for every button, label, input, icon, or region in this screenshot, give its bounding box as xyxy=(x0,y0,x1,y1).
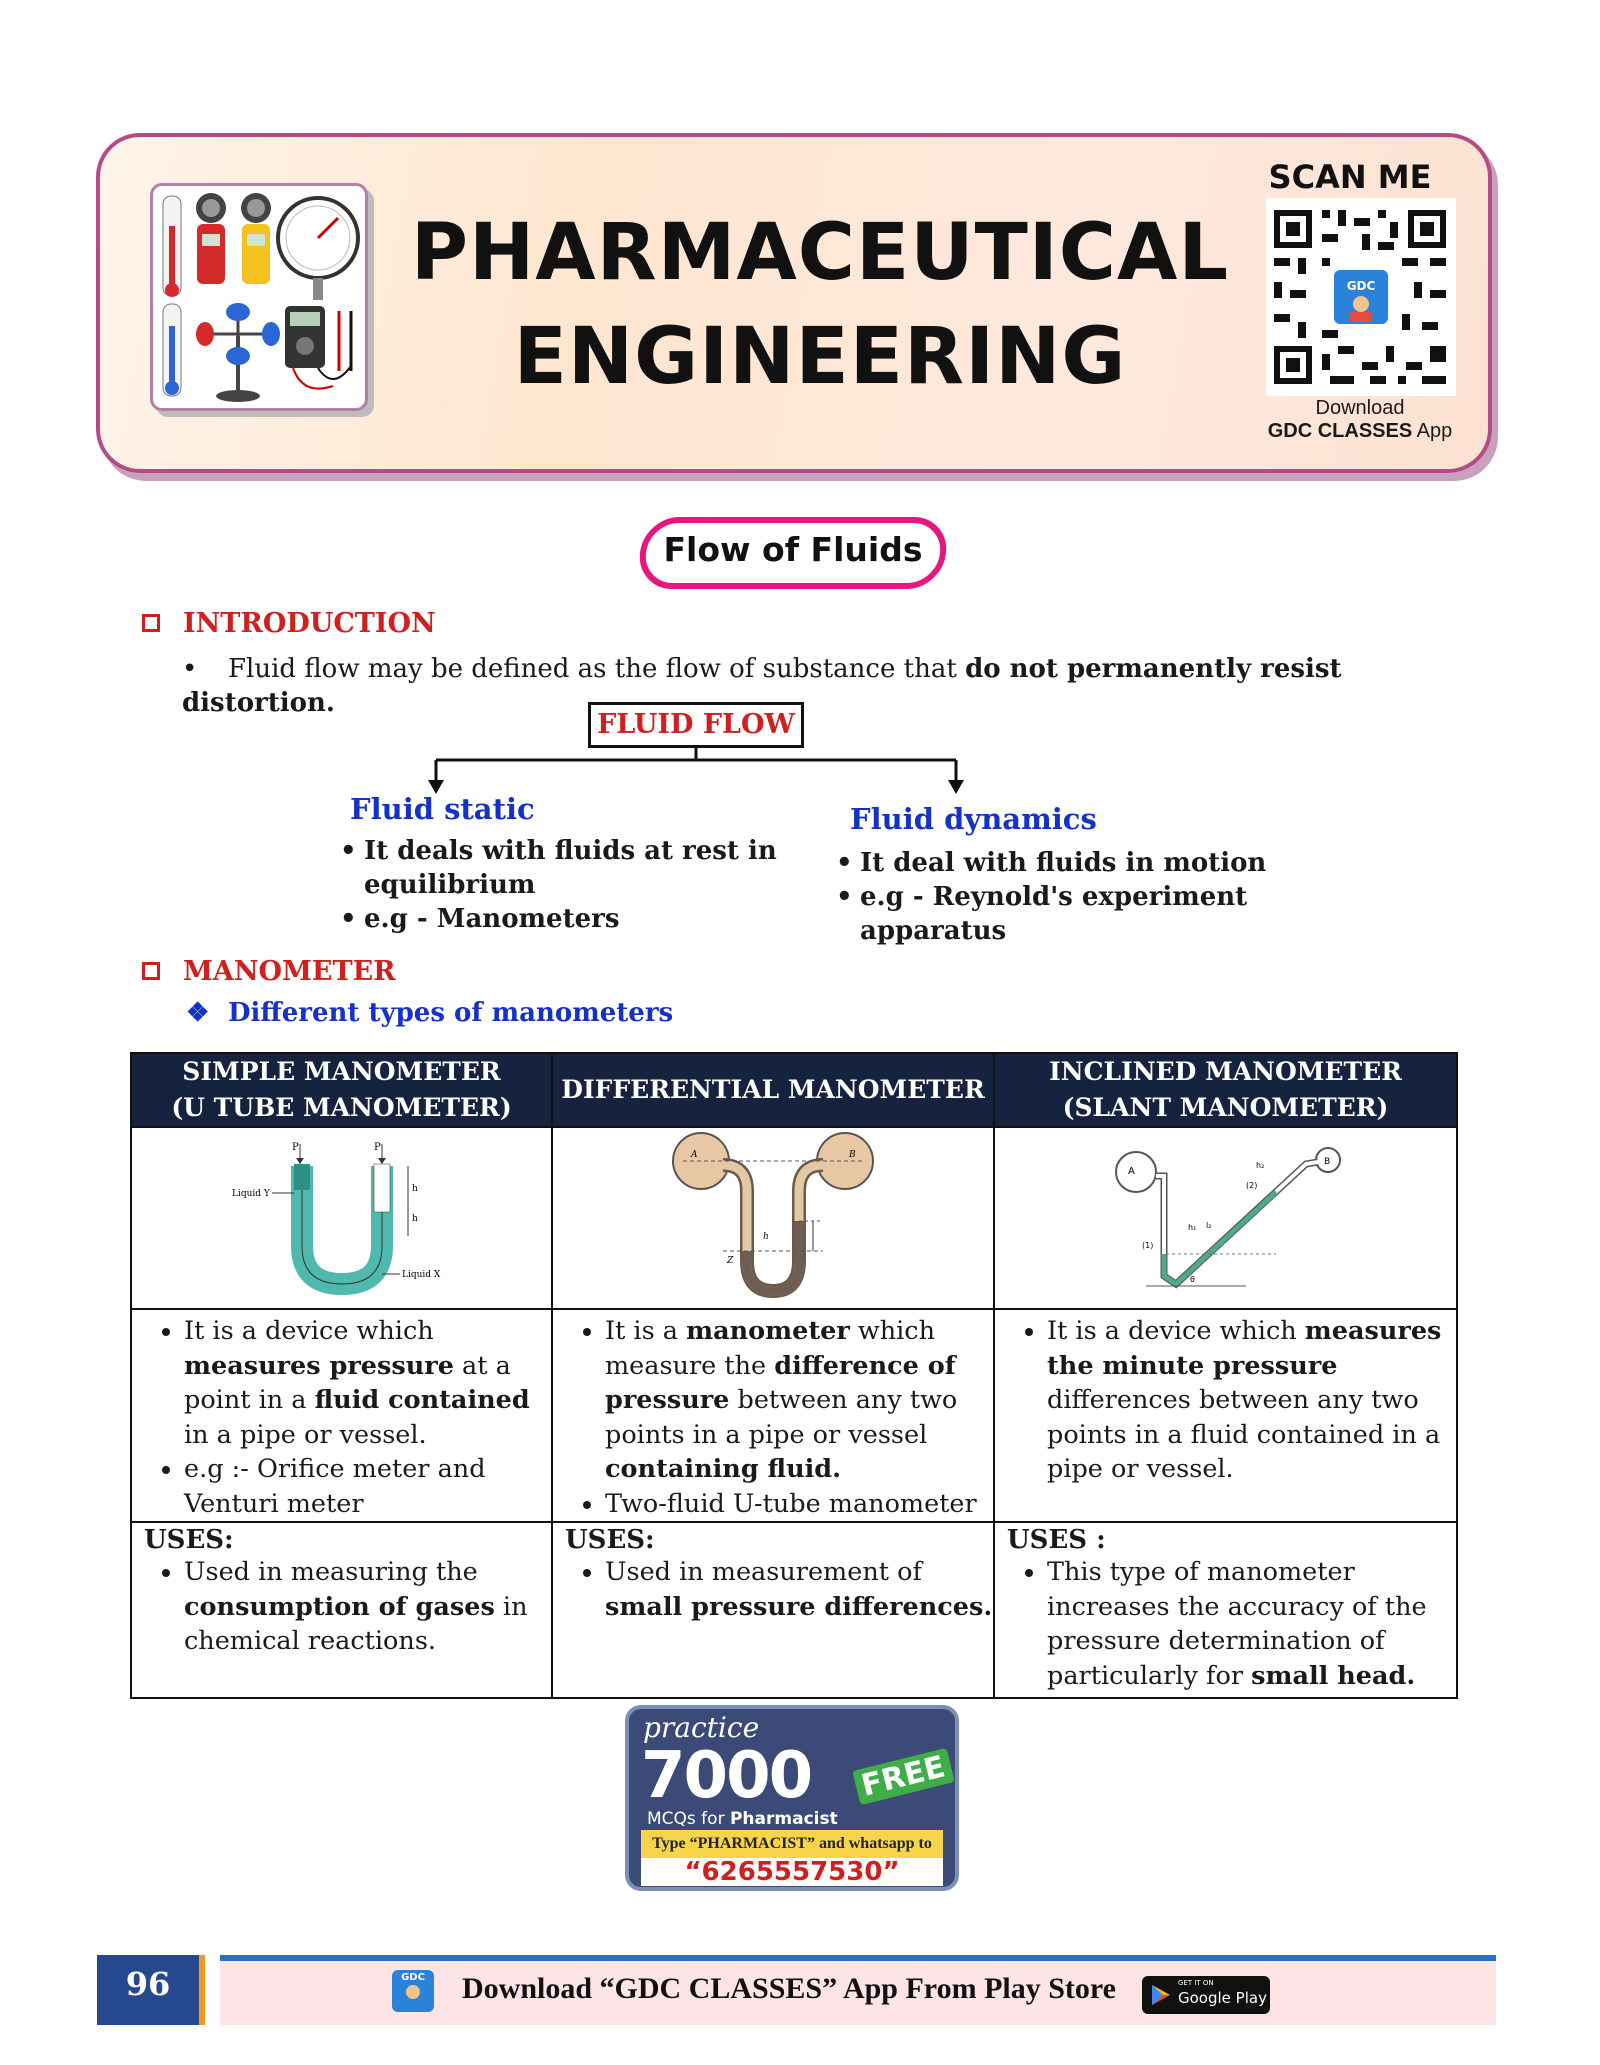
svg-text:B: B xyxy=(848,1150,856,1160)
qr-code[interactable]: GDC xyxy=(1266,198,1456,396)
fluid-dynamics-bullet-1: •It deal with fluids in motion xyxy=(836,848,1267,878)
instruments-illustration xyxy=(150,183,368,411)
svg-text:Z: Z xyxy=(726,1256,734,1266)
ad-number: 7000 xyxy=(641,1739,813,1813)
fluid-static-bullets: •It deals with fluids at rest in equilib… xyxy=(340,834,777,936)
download-suffix: App xyxy=(1412,420,1453,442)
svg-text:(2): (2) xyxy=(1246,1181,1257,1190)
incl-use-bullet: This type of manometer increases the acc… xyxy=(1047,1555,1456,1693)
ad-mcq-label: MCQs for Pharmacist xyxy=(647,1809,838,1829)
svg-text:P: P xyxy=(292,1142,299,1153)
differential-manometer-icon: A B h Z xyxy=(672,1132,874,1299)
checkbox-icon xyxy=(142,962,160,980)
simple-manometer-diagram: P P Liquid Y Liquid X h h xyxy=(130,1126,553,1310)
header-simple: SIMPLE MANOMETER(U TUBE MANOMETER) xyxy=(130,1052,553,1128)
simple-desc-bullet-1: It is a device which measures pressure a… xyxy=(184,1314,551,1452)
topic-title: Flow of Fluids xyxy=(663,530,923,569)
fluid-static-title: Fluid static xyxy=(350,792,535,826)
fluid-dynamics-bullets: •It deal with fluids in motion •e.g - Re… xyxy=(836,846,1266,948)
svg-text:θ: θ xyxy=(1190,1275,1195,1284)
diamond-bullet-icon: ❖ xyxy=(186,998,210,1028)
uses-label: USES: xyxy=(144,1525,234,1555)
incl-desc-bullet-1: It is a device which measures the minute… xyxy=(1047,1314,1456,1487)
uses-label: USES: xyxy=(565,1525,655,1555)
svg-text:P: P xyxy=(374,1142,381,1153)
introduction-bold-text: do not permanently resist distortion. xyxy=(182,654,1342,718)
svg-text:A: A xyxy=(1128,1166,1135,1177)
fluid-flow-arrows xyxy=(428,746,964,794)
play-store-icon xyxy=(1152,1985,1170,2005)
header-inclined: INCLINED MANOMETER(SLANT MANOMETER) xyxy=(993,1052,1458,1128)
svg-text:(1): (1) xyxy=(1142,1241,1153,1250)
ad-practice-label: practice xyxy=(643,1711,760,1744)
fluid-static-bullet-1-cont: equilibrium xyxy=(364,870,536,900)
page-number-box xyxy=(97,1955,205,2025)
scan-me-label: SCAN ME xyxy=(1268,158,1432,196)
ad-phone: “6265557530” xyxy=(684,1857,900,1887)
download-label: Download xyxy=(1315,397,1405,419)
download-brand: GDC CLASSES xyxy=(1267,420,1413,442)
gdc-app-icon-label: GDC xyxy=(401,1972,425,1983)
simple-uses: USES: Used in measuring the consumption … xyxy=(130,1521,553,1699)
svg-text:B: B xyxy=(1324,1157,1330,1167)
fluid-flow-box: FLUID FLOW xyxy=(588,702,804,748)
svg-text:A: A xyxy=(690,1150,698,1160)
svg-text:h₁: h₁ xyxy=(1188,1223,1196,1232)
manometer-table: SIMPLE MANOMETER(U TUBE MANOMETER) DIFFE… xyxy=(130,1052,1458,1699)
svg-text:Liquid Y: Liquid Y xyxy=(232,1189,271,1199)
diff-use-bullet: Used in measurement of small pressure di… xyxy=(605,1555,993,1624)
fluid-static-bullet-1: •It deals with fluids at rest in xyxy=(340,836,777,866)
qr-logo-label: GDC xyxy=(1347,279,1376,293)
checkbox-icon xyxy=(142,614,160,632)
svg-text:h: h xyxy=(412,1214,418,1224)
u-tube-manometer-icon: P P Liquid Y Liquid X h h xyxy=(232,1142,441,1296)
page-title-line1: PHARMACEUTICAL xyxy=(410,208,1230,298)
page-title-line2: ENGINEERING xyxy=(513,312,1127,402)
inclined-uses: USES : This type of manometer increases … xyxy=(993,1521,1458,1699)
gplay-big-text: Google Play xyxy=(1178,1989,1267,2007)
inclined-manometer-diagram: A B (1) (2) h₁ l₂ h₂ θ xyxy=(993,1126,1458,1310)
footer-download-text: Download “GDC CLASSES” App From Play Sto… xyxy=(462,1972,1116,2005)
gplay-small-text: GET IT ON xyxy=(1178,1979,1214,1987)
simple-desc-bullet-2: e.g :- Orifice meter and Venturi meter xyxy=(184,1452,551,1521)
manometer-heading: MANOMETER xyxy=(183,956,396,987)
differential-uses: USES: Used in measurement of small press… xyxy=(551,1521,995,1699)
simple-use-bullet: Used in measuring the consumption of gas… xyxy=(184,1555,551,1659)
ad-instruction: Type “PHARMACIST” and whatsapp to xyxy=(652,1835,932,1852)
page-number: 96 xyxy=(125,1965,171,2003)
simple-description: It is a device which measures pressure a… xyxy=(130,1308,553,1523)
fluid-dynamics-bullet-2: •e.g - Reynold's experiment xyxy=(836,882,1248,912)
introduction-bullet: • Fluid flow may be defined as the flow o… xyxy=(182,652,1482,720)
svg-text:h₂: h₂ xyxy=(1256,1161,1264,1170)
ad-instruction-bar: Type “PHARMACIST” and whatsapp to xyxy=(641,1830,943,1858)
fluid-static-bullet-2: •e.g - Manometers xyxy=(340,904,620,934)
fluid-dynamics-title: Fluid dynamics xyxy=(850,802,1097,836)
fluid-dynamics-bullet-2-cont: apparatus xyxy=(860,916,1007,946)
gdc-app-icon[interactable]: GDC xyxy=(392,1970,434,2012)
svg-text:l₂: l₂ xyxy=(1206,1221,1211,1230)
uses-label: USES : xyxy=(1007,1525,1106,1555)
google-play-badge[interactable]: GET IT ON Google Play xyxy=(1142,1976,1270,2014)
ad-free-badge: FREE xyxy=(852,1747,955,1806)
svg-text:h: h xyxy=(763,1232,769,1242)
diff-desc-bullet-1: It is a manometer which measure the diff… xyxy=(605,1314,993,1487)
ad-phone-box: “6265557530” xyxy=(641,1858,943,1886)
measuring-instruments-icon xyxy=(162,193,360,402)
bullet-icon: • xyxy=(182,654,198,684)
inclined-description: It is a device which measures the minute… xyxy=(993,1308,1458,1523)
gdc-icon-face xyxy=(406,1985,420,1999)
differential-manometer-diagram: A B h Z xyxy=(551,1126,995,1310)
introduction-heading: INTRODUCTION xyxy=(183,608,436,639)
svg-text:Liquid X: Liquid X xyxy=(402,1270,441,1280)
header-differential: DIFFERENTIAL MANOMETER xyxy=(551,1052,995,1128)
diff-desc-bullet-2: Two-fluid U-tube manometer xyxy=(605,1487,993,1522)
svg-text:h: h xyxy=(412,1184,418,1194)
qr-code-icon: GDC xyxy=(1266,198,1456,396)
differential-description: It is a manometer which measure the diff… xyxy=(551,1308,995,1523)
manometer-subheading: ❖Different types of manometers xyxy=(186,998,674,1028)
introduction-text: Fluid flow may be defined as the flow of… xyxy=(228,654,966,684)
download-app-label: GDC CLASSES App xyxy=(1240,420,1480,443)
inclined-manometer-icon: A B (1) (2) h₁ l₂ h₂ θ xyxy=(1114,1147,1341,1289)
